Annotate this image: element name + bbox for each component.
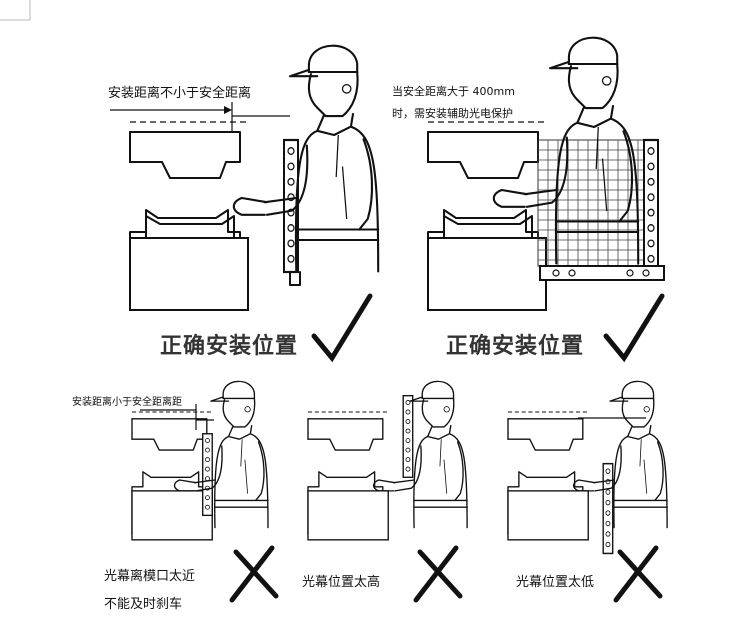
caption-top-right: 正确安装位置: [446, 334, 585, 359]
panel-top-left-drawing: [110, 44, 380, 311]
panel-bottom-right-drawing: [507, 380, 668, 555]
panel-bottom-left-drawing: [131, 380, 269, 541]
caption-top-left: 正确安装位置: [160, 334, 299, 359]
cross-mark-icon: [413, 545, 463, 603]
annotation-top-right-line1: 当安全距离大于 400mm: [392, 85, 515, 98]
caption-bottom-right: 光幕位置太低: [516, 575, 595, 590]
annotation-bottom-left: 安装距离小于安全距离距: [72, 397, 182, 408]
caption-bottom-left-line1: 光幕离模口太近: [104, 569, 196, 584]
cross-mark-icon: [613, 545, 663, 603]
check-mark-icon: [603, 293, 665, 363]
panel-top-right-drawing: [427, 36, 665, 311]
caption-bottom-middle: 光幕位置太高: [302, 575, 381, 590]
panel-bottom-middle-drawing: [307, 380, 468, 541]
caption-bottom-left-line2: 不能及时刹车: [104, 597, 183, 612]
annotation-top-left: 安装距离不小于安全距离: [108, 86, 252, 101]
cross-mark-icon: [229, 545, 279, 603]
check-mark-icon: [311, 293, 373, 363]
annotation-top-right-line2: 时，需安装辅助光电保护: [392, 107, 513, 120]
